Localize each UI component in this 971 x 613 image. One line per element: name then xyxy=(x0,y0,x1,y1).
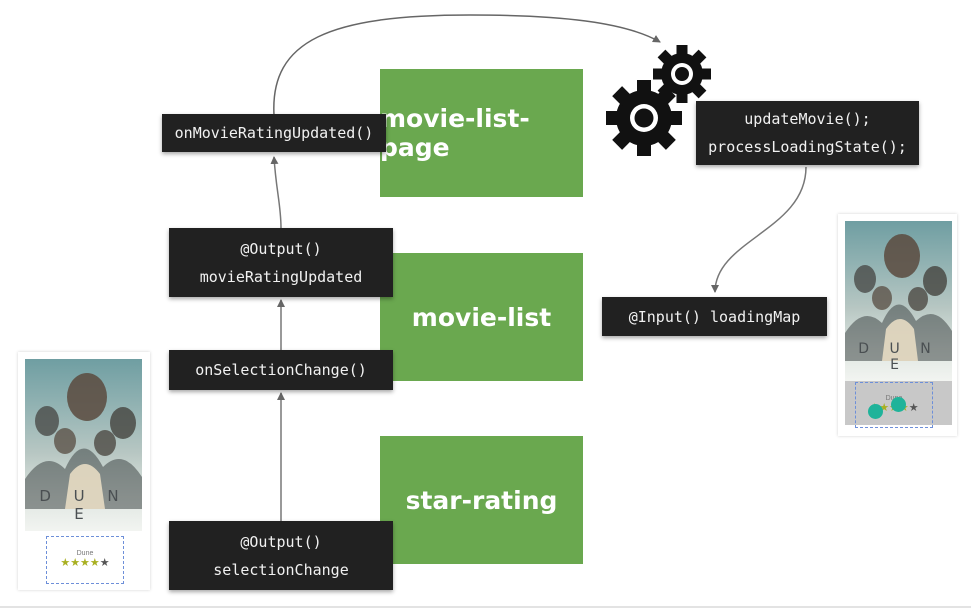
dune-logo-mark-right: D U N E xyxy=(858,341,939,373)
code-service-loading: processLoadingState(); xyxy=(708,138,907,156)
code-rating-output-decorator: @Output() xyxy=(240,532,322,551)
component-star-rating: star-rating xyxy=(380,436,583,564)
code-list-output-name: movieRatingUpdated xyxy=(199,267,363,286)
movie-card-right: D U N E Dune ★★★★★ xyxy=(838,214,957,436)
movie-card-left: D U N E Dune ★★★★★ xyxy=(18,352,150,590)
code-rating-output-name: selectionChange xyxy=(213,560,349,579)
component-movie-list-page: movie-list-page xyxy=(380,69,583,197)
arrow-page-handler-to-gears xyxy=(273,14,661,116)
code-list-handler: onSelectionChange() xyxy=(169,350,393,390)
arrow-output-to-page-handler xyxy=(270,156,282,229)
component-movie-list-page-label: movie-list-page xyxy=(380,104,530,162)
poster-figures xyxy=(25,373,142,509)
dune-poster-image: D U N E xyxy=(25,359,142,531)
dune-logo-mark: D U N E xyxy=(39,487,128,523)
code-rating-output: @Output() selectionChange xyxy=(169,521,393,590)
dune-poster-image-right: D U N E xyxy=(845,221,952,381)
code-page-handler: onMovieRatingUpdated() xyxy=(162,114,386,152)
code-list-handler-text: onSelectionChange() xyxy=(195,361,367,379)
code-input-binding: @Input() loadingMap xyxy=(602,297,827,336)
loading-indicator-dot xyxy=(868,404,883,419)
stars-filled-left: ★★★★ xyxy=(60,557,100,569)
movie-title-left: Dune xyxy=(76,550,94,557)
component-movie-list: movie-list xyxy=(380,253,583,381)
component-movie-list-label: movie-list xyxy=(411,302,552,332)
code-input-binding-text: @Input() loadingMap xyxy=(628,307,801,326)
code-page-handler-text: onMovieRatingUpdated() xyxy=(174,124,374,142)
code-service-update: updateMovie(); xyxy=(744,110,871,128)
rating-area-left: Dune ★★★★★ xyxy=(46,536,124,584)
star-rating-left[interactable]: ★★★★★ xyxy=(60,557,109,570)
component-star-rating-label: star-rating xyxy=(405,485,558,515)
stars-empty-right: ★ xyxy=(908,402,919,414)
arrow-service-to-input xyxy=(711,166,807,293)
code-list-output: @Output() movieRatingUpdated xyxy=(169,228,393,297)
gears-icon xyxy=(606,45,711,156)
code-service-methods: updateMovie(); processLoadingState(); xyxy=(696,101,919,165)
bottom-divider xyxy=(0,606,971,608)
poster-figures-right xyxy=(845,234,952,361)
stars-empty-left: ★ xyxy=(99,557,110,569)
code-list-output-decorator: @Output() xyxy=(240,239,322,258)
loading-indicator-dot xyxy=(891,397,906,412)
